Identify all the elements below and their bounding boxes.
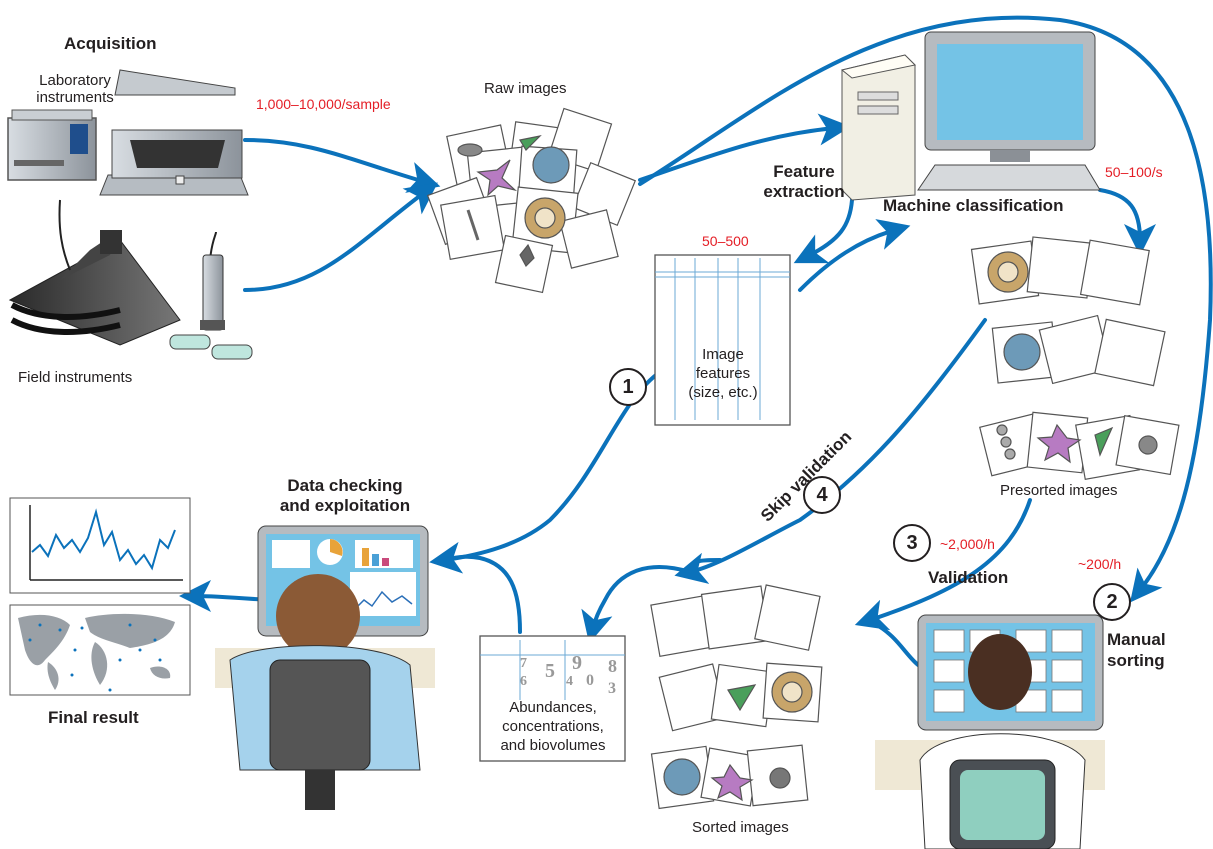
arrow-data-to-final bbox=[179, 580, 270, 613]
abundances-line3: and biovolumes bbox=[500, 737, 606, 754]
scanner-icon bbox=[99, 69, 249, 196]
arrow-extraction-to-features bbox=[793, 198, 854, 264]
step-1-badge: 1 bbox=[609, 368, 647, 406]
image-features-label: Image features (size, etc.) bbox=[662, 345, 784, 402]
abundances-line2: concentrations, bbox=[502, 718, 604, 735]
step-2-badge: 2 bbox=[1093, 583, 1131, 621]
manual-sorting-line2: sorting bbox=[1107, 651, 1165, 670]
manual-sorting-rate: ~200/h bbox=[1078, 556, 1122, 572]
abundances-line1: Abundances, bbox=[509, 699, 597, 716]
feature-extraction-line1: Feature bbox=[773, 162, 835, 181]
table-digit: 7 bbox=[520, 656, 527, 671]
arrow-features-to-classification bbox=[798, 219, 911, 292]
machine-classification-label: Machine classification bbox=[883, 196, 1064, 215]
arrow-raw-to-computer bbox=[638, 113, 851, 182]
field-towed-instrument-icon bbox=[8, 199, 181, 346]
image-features-line2: features bbox=[695, 365, 751, 382]
monitor-icon bbox=[917, 31, 1101, 191]
data-checking-label: Data checking and exploitation bbox=[255, 476, 435, 516]
arrow-lab-to-raw bbox=[243, 138, 441, 193]
step-3-badge: 3 bbox=[893, 524, 931, 562]
raw-images-label: Raw images bbox=[484, 80, 567, 97]
feature-extraction-line2: extraction bbox=[763, 182, 845, 201]
arrow-skip-curve bbox=[581, 565, 692, 644]
image-features-line1: Image bbox=[702, 346, 744, 363]
field-profiler-icon bbox=[169, 231, 253, 360]
final-result-label: Final result bbox=[48, 708, 139, 727]
table-digit: 9 bbox=[572, 652, 582, 674]
person-at-computer-icon bbox=[215, 525, 435, 810]
arrow-classification-to-presorted bbox=[1098, 188, 1156, 256]
abundances-table bbox=[479, 635, 626, 762]
arrow-sorted-to-abundances bbox=[688, 558, 722, 574]
table-digit: 6 bbox=[520, 674, 527, 689]
sorted-images bbox=[650, 584, 823, 810]
computer-tower-icon bbox=[840, 54, 917, 201]
arrow-presorted-to-sorted-validation bbox=[854, 498, 1032, 631]
features-count: 50–500 bbox=[702, 233, 749, 249]
time-series-chart-icon bbox=[9, 497, 191, 594]
arrow-field-to-raw bbox=[243, 182, 438, 292]
image-features-line3: (size, etc.) bbox=[688, 384, 758, 401]
machine-classification-rate: 50–100/s bbox=[1105, 164, 1163, 180]
acquisition-title: Acquisition bbox=[64, 34, 157, 53]
data-checking-line2: and exploitation bbox=[279, 496, 411, 515]
lab-instrument-icon bbox=[7, 109, 97, 181]
lab-instruments-label: Laboratory instruments bbox=[20, 72, 130, 106]
field-instruments-label: Field instruments bbox=[18, 369, 133, 386]
lab-instruments-label-line1: Laboratory bbox=[39, 72, 111, 89]
presorted-images bbox=[970, 236, 1180, 480]
abundances-label: Abundances, concentrations, and biovolum… bbox=[483, 698, 623, 755]
arrow-abundances-to-data bbox=[443, 554, 522, 634]
table-digit: 5 bbox=[545, 660, 555, 682]
presorted-images-label: Presorted images bbox=[1000, 482, 1118, 499]
feature-extraction-label: Feature extraction bbox=[748, 162, 860, 202]
sorted-images-label: Sorted images bbox=[692, 819, 789, 836]
table-digit: 4 bbox=[566, 674, 573, 689]
table-digit: 8 bbox=[608, 656, 617, 676]
lab-instruments-label-line2: instruments bbox=[36, 89, 114, 106]
manual-sorting-label: Manual sorting bbox=[1107, 629, 1166, 671]
manual-sorter-icon bbox=[875, 614, 1105, 849]
image-features-table bbox=[654, 254, 791, 426]
validation-label: Validation bbox=[928, 568, 1009, 587]
manual-sorting-line1: Manual bbox=[1107, 630, 1166, 649]
data-checking-line1: Data checking bbox=[287, 476, 403, 495]
raw-images-stack bbox=[426, 107, 637, 294]
validation-rate: ~2,000/h bbox=[940, 536, 995, 552]
acquisition-rate: 1,000–10,000/sample bbox=[256, 96, 391, 112]
step-4-badge: 4 bbox=[803, 476, 841, 514]
table-digit: 3 bbox=[608, 680, 616, 697]
arrow-raw-to-manual bbox=[638, 15, 1213, 603]
world-map-icon bbox=[9, 604, 191, 696]
table-digit: 0 bbox=[586, 672, 594, 689]
